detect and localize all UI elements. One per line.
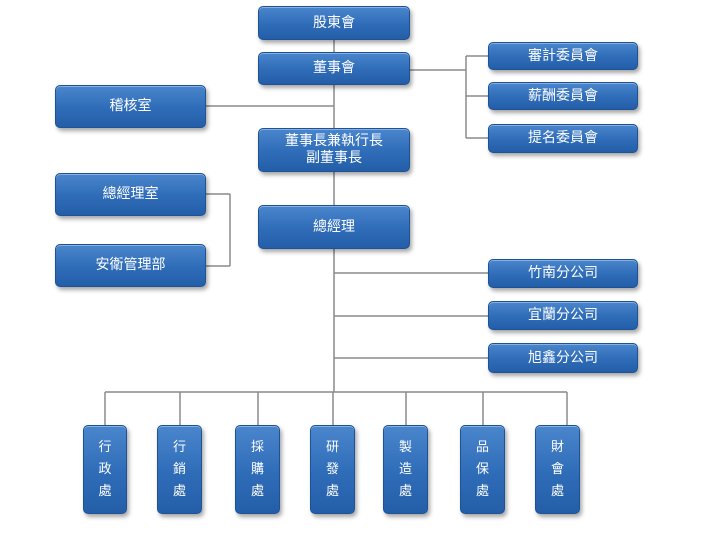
audit-office-box: 稽核室 [55,85,206,128]
gm-office-box: 總經理室 [55,173,206,216]
board-box: 董事會 [258,52,410,85]
dept-admin-box: 行 政 處 [83,425,127,514]
dept-marketing-box: 行 銷 處 [157,425,202,514]
remuneration-committee-box: 薪酬委員會 [488,82,638,110]
audit-committee-box: 審計委員會 [488,42,638,70]
branch-xuxin-box: 旭鑫分公司 [488,343,638,373]
dept-purchasing-box: 採 購 處 [235,425,280,514]
chair-ceo-box: 董事長兼執行長 副董事長 [258,128,410,172]
branch-yilan-box: 宜蘭分公司 [488,301,638,330]
dept-rnd-box: 研 發 處 [310,425,355,514]
security-dept-box: 安衛管理部 [55,244,206,287]
branch-zhunan-box: 竹南分公司 [488,259,638,288]
nomination-committee-box: 提名委員會 [488,124,638,153]
dept-manufacturing-box: 製 造 處 [383,425,428,514]
gm-box: 總經理 [258,205,410,249]
dept-finance-box: 財 會 處 [535,425,580,514]
dept-qa-box: 品 保 處 [460,425,505,514]
shareholders-box: 股東會 [258,6,410,40]
